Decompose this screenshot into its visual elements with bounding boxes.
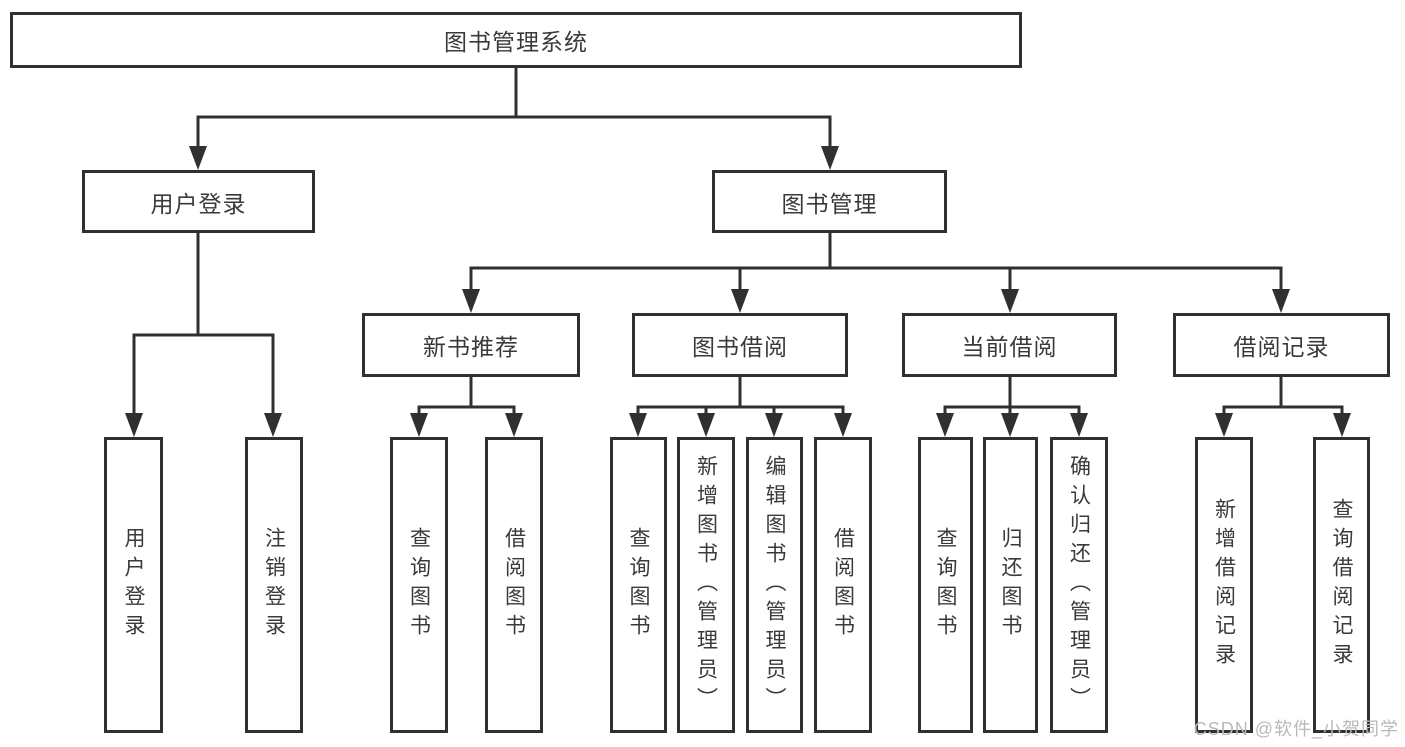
leaf-borrow-book: 借阅图书 xyxy=(814,437,872,733)
leaf-borrow-book: 借阅图书 xyxy=(485,437,543,733)
leaf-query-book: 查询图书 xyxy=(390,437,448,733)
node-root-system: 图书管理系统 xyxy=(10,12,1022,68)
arrow-down-icon xyxy=(1070,413,1088,437)
arrow-down-icon xyxy=(410,413,428,437)
node-new-book-recommend: 新书推荐 xyxy=(362,313,580,377)
node-current-borrow: 当前借阅 xyxy=(902,313,1117,377)
arrow-down-icon xyxy=(125,413,143,437)
leaf-add-book-admin: 新增图书（管理员） xyxy=(677,437,735,733)
leaf-confirm-return-admin: 确认归还（管理员） xyxy=(1050,437,1108,733)
arrow-down-icon xyxy=(1001,289,1019,313)
edge-borrow-record-group xyxy=(1222,375,1344,419)
arrow-down-icon xyxy=(936,413,954,437)
leaf-edit-book-admin: 编辑图书（管理员） xyxy=(746,437,803,733)
leaf-user-login: 用户登录 xyxy=(104,437,163,733)
edge-book-borrow-group xyxy=(636,375,845,419)
leaf-query-book: 查询图书 xyxy=(610,437,667,733)
leaf-logout-login: 注销登录 xyxy=(245,437,303,733)
arrow-down-icon xyxy=(1215,413,1233,437)
arrow-down-icon xyxy=(505,413,523,437)
arrow-down-icon xyxy=(821,146,839,170)
arrowheads xyxy=(125,146,1351,437)
leaf-query-borrow-record: 查询借阅记录 xyxy=(1313,437,1370,733)
arrow-down-icon xyxy=(834,413,852,437)
node-book-management: 图书管理 xyxy=(712,170,947,233)
arrow-down-icon xyxy=(189,146,207,170)
arrow-down-icon xyxy=(264,413,282,437)
leaf-query-book: 查询图书 xyxy=(918,437,973,733)
edge-user-login-group xyxy=(132,231,275,419)
leaf-return-book: 归还图书 xyxy=(983,437,1038,733)
arrow-down-icon xyxy=(697,413,715,437)
arrow-down-icon xyxy=(1001,413,1019,437)
edge-root xyxy=(196,66,832,152)
arrow-down-icon xyxy=(462,289,480,313)
leaf-add-borrow-record: 新增借阅记录 xyxy=(1195,437,1253,733)
csdn-watermark: CSDN @软件_小贺同学 xyxy=(1193,719,1399,739)
edge-book-management-group xyxy=(469,231,1283,295)
edge-current-borrow-group xyxy=(943,375,1081,419)
tree-edges xyxy=(132,66,1344,419)
arrow-down-icon xyxy=(731,289,749,313)
node-borrow-records: 借阅记录 xyxy=(1173,313,1390,377)
node-user-login: 用户登录 xyxy=(82,170,315,233)
arrow-down-icon xyxy=(1272,289,1290,313)
arrow-down-icon xyxy=(1333,413,1351,437)
node-book-borrow: 图书借阅 xyxy=(632,313,848,377)
edge-new-book-group xyxy=(417,375,516,419)
arrow-down-icon xyxy=(629,413,647,437)
arrow-down-icon xyxy=(765,413,783,437)
